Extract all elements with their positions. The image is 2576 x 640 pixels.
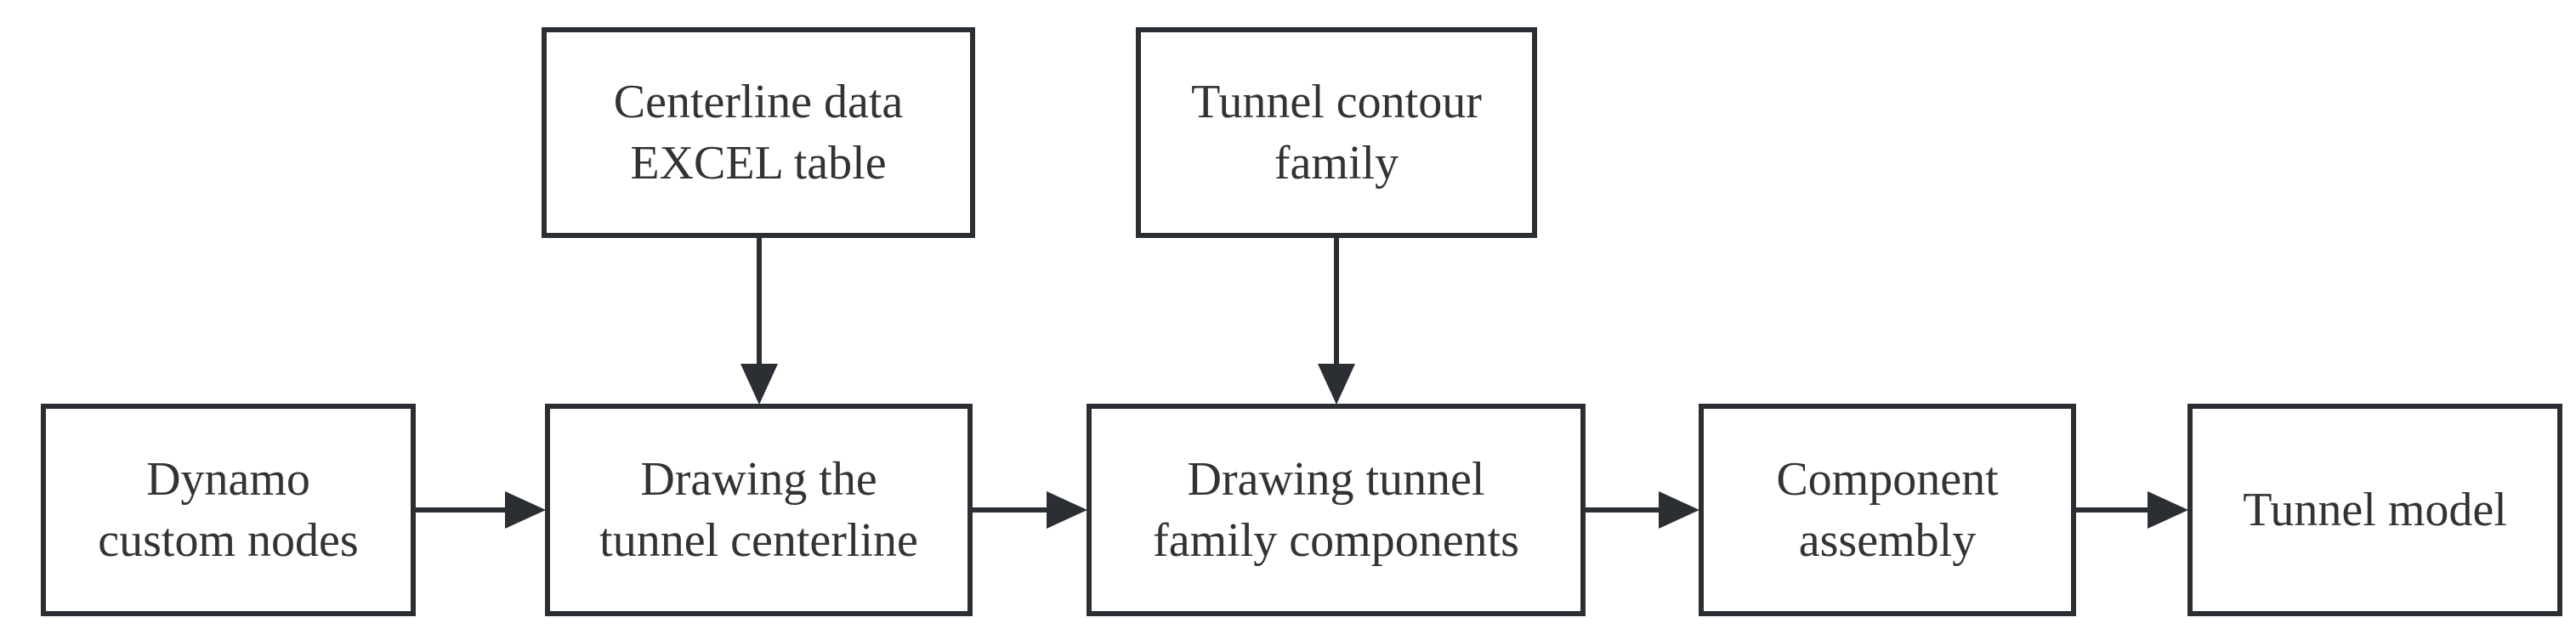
arrowhead-icon	[1318, 364, 1355, 405]
node-label: Tunnel model	[2243, 484, 2507, 536]
node-label: Drawing the tunnel centerline	[599, 453, 918, 567]
node-label: Dynamo custom nodes	[98, 453, 359, 567]
edge-draw-centerline-to-draw-family	[973, 491, 1087, 529]
arrowhead-icon	[1659, 491, 1699, 529]
node-label: Centerline data EXCEL table	[613, 76, 904, 190]
node-centerline-data: Centerline data EXCEL table	[542, 27, 975, 238]
arrowhead-icon	[2148, 491, 2188, 529]
arrowhead-icon	[505, 491, 546, 529]
node-dynamo-custom-nodes: Dynamo custom nodes	[41, 404, 416, 616]
edge-contour-family-to-draw-family	[1318, 238, 1355, 405]
node-drawing-tunnel-centerline: Drawing the tunnel centerline	[545, 404, 973, 616]
node-component-assembly: Component assembly	[1699, 404, 2076, 616]
arrowhead-icon	[1047, 491, 1087, 529]
node-drawing-family-components: Drawing tunnel family components	[1087, 404, 1586, 616]
edge-centerline-data-to-draw-centerline	[740, 238, 778, 405]
edge-draw-family-to-assembly	[1586, 491, 1699, 529]
node-tunnel-contour-family: Tunnel contour family	[1136, 27, 1537, 238]
arrowhead-icon	[740, 364, 778, 405]
node-label: Component assembly	[1776, 453, 1999, 567]
node-label: Tunnel contour family	[1191, 76, 1482, 190]
node-tunnel-model: Tunnel model	[2187, 404, 2562, 616]
node-label: Drawing tunnel family components	[1153, 453, 1519, 567]
edge-dynamo-to-draw-centerline	[416, 491, 546, 529]
edge-assembly-to-tunnel-model	[2076, 491, 2188, 529]
